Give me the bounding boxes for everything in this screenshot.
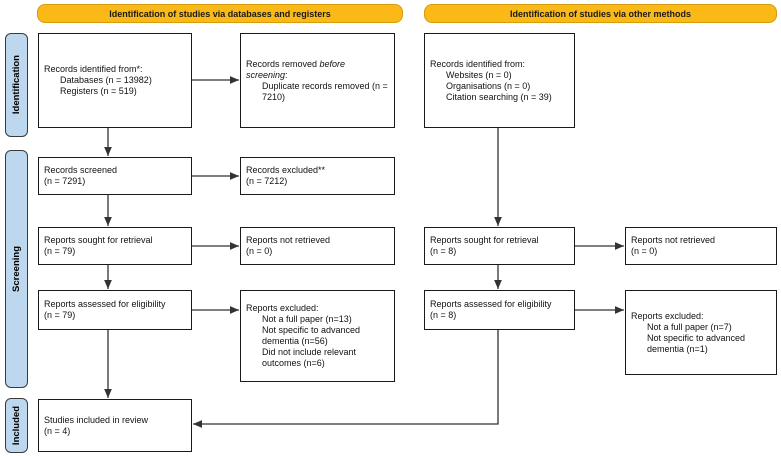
box-item: Not a full paper (n=13) xyxy=(262,314,352,324)
banner-other-methods: Identification of studies via other meth… xyxy=(424,4,777,23)
box-title: Records screened xyxy=(44,165,118,175)
box-title: Records identified from*: xyxy=(44,64,143,74)
box-count: (n = 0) xyxy=(631,246,658,256)
box-reports-excluded-other: Reports excluded: Not a full paper (n=7)… xyxy=(625,290,777,375)
box-count: (n = 7291) xyxy=(44,176,86,186)
box-count: (n = 8) xyxy=(430,246,457,256)
stage-included: Included xyxy=(5,398,28,453)
box-title: Reports excluded: xyxy=(246,303,319,313)
box-records-screened: Records screened (n = 7291) xyxy=(38,157,192,195)
banner-databases-registers: Identification of studies via databases … xyxy=(37,4,403,23)
box-title: Reports assessed for eligibility xyxy=(430,299,552,309)
box-item: Databases (n = 13982) xyxy=(60,75,152,85)
box-item: Websites (n = 0) xyxy=(446,69,512,80)
box-count: (n = 8) xyxy=(430,310,457,320)
box-item: Registers (n = 519) xyxy=(60,86,137,96)
title-emphasis: before screening xyxy=(246,58,346,80)
box-title: Reports sought for retrieval xyxy=(44,235,153,245)
box-title: Records removed before screening: xyxy=(246,59,366,81)
box-title: Reports sought for retrieval xyxy=(430,235,539,245)
box-count: (n = 79) xyxy=(44,310,76,320)
stage-identification-label: Identification xyxy=(11,55,22,115)
box-item: Not specific to advanced dementia (n=56) xyxy=(262,325,361,346)
title-text: : xyxy=(285,69,288,80)
box-reports-assessed-databases: Reports assessed for eligibility (n = 79… xyxy=(38,290,192,330)
box-title: Reports not retrieved xyxy=(631,235,716,245)
stage-included-label: Included xyxy=(11,405,22,446)
box-records-excluded: Records excluded** (n = 7212) xyxy=(240,157,395,195)
box-reports-not-retrieved-other: Reports not retrieved (n = 0) xyxy=(625,227,777,265)
box-item: Did not include relevant outcomes (n=6) xyxy=(262,347,357,368)
box-title: Records identified from: xyxy=(430,58,526,69)
box-title: Records excluded** xyxy=(246,165,326,175)
stage-identification: Identification xyxy=(5,33,28,137)
box-records-identified-other: Records identified from: Websites (n = 0… xyxy=(424,33,575,128)
box-title: Reports assessed for eligibility xyxy=(44,299,166,309)
box-reports-assessed-other: Reports assessed for eligibility (n = 8) xyxy=(424,290,575,330)
box-item: Citation searching (n = 39) xyxy=(446,91,552,102)
box-reports-excluded-databases: Reports excluded: Not a full paper (n=13… xyxy=(240,290,395,382)
box-records-removed: Records removed before screening: Duplic… xyxy=(240,33,395,128)
stage-screening: Screening xyxy=(5,150,28,388)
box-item: Organisations (n = 0) xyxy=(446,80,531,91)
box-title: Reports excluded: xyxy=(631,310,704,321)
box-reports-not-retrieved-databases: Reports not retrieved (n = 0) xyxy=(240,227,395,265)
box-title: Reports not retrieved xyxy=(246,235,331,245)
box-title: Studies included in review xyxy=(44,414,149,425)
box-records-identified-databases: Records identified from*: Databases (n =… xyxy=(38,33,192,128)
box-reports-sought-databases: Reports sought for retrieval (n = 79) xyxy=(38,227,192,265)
box-item: Duplicate records removed (n = 7210) xyxy=(262,80,388,102)
box-item: Not specific to advanced dementia (n=1) xyxy=(647,332,746,354)
title-text: Records removed xyxy=(246,58,320,69)
box-count: (n = 0) xyxy=(246,246,273,256)
box-count: (n = 7212) xyxy=(246,176,288,186)
box-count: (n = 4) xyxy=(44,425,71,436)
box-reports-sought-other: Reports sought for retrieval (n = 8) xyxy=(424,227,575,265)
box-studies-included: Studies included in review (n = 4) xyxy=(38,399,192,452)
box-item: Not a full paper (n=7) xyxy=(647,321,732,332)
box-count: (n = 79) xyxy=(44,246,76,256)
stage-screening-label: Screening xyxy=(11,246,22,292)
